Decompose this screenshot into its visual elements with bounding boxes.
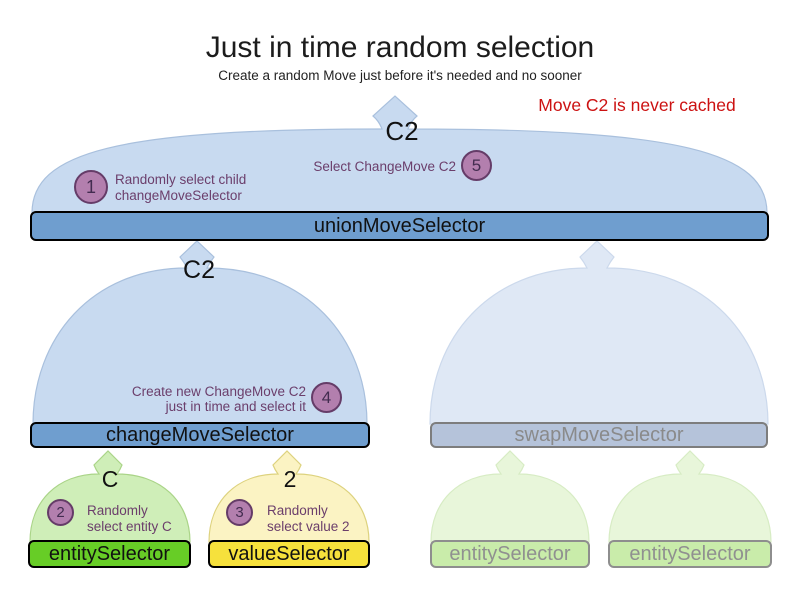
union-move-selector-bar: unionMoveSelector xyxy=(30,211,769,241)
step-3-annotation: Randomly select value 2 xyxy=(267,503,350,535)
page-title: Just in time random selection xyxy=(205,31,595,64)
step-4-annotation: Create new ChangeMove C2 just in time an… xyxy=(132,384,306,414)
step-4-badge: 4 xyxy=(311,382,342,413)
entity-selector-alt2-bar: entitySelector xyxy=(608,540,772,568)
value-selector-bar: valueSelector xyxy=(208,540,370,568)
step-4-annotation-line2: just in time and select it xyxy=(165,399,306,414)
page-subtitle: Create a random Move just before it's ne… xyxy=(218,68,582,83)
change-move-result-label: C2 xyxy=(183,256,215,284)
step-5-annotation-line1: Select ChangeMove C2 xyxy=(313,159,456,174)
entity-alt2-funnel-shape xyxy=(608,450,772,543)
entity-selector-label: entitySelector xyxy=(48,542,171,565)
entity-selector-alt1-label: entitySelector xyxy=(449,542,571,565)
note-move-never-cached: Move C2 is never cached xyxy=(538,95,736,115)
change-move-selector-label: changeMoveSelector xyxy=(106,423,294,446)
step-1-annotation-line2: changeMoveSelector xyxy=(115,188,242,203)
step-1-annotation-line1: Randomly select child xyxy=(115,172,247,187)
step-2-annotation-line2: select entity C xyxy=(87,519,172,534)
step-1-badge: 1 xyxy=(74,170,108,204)
change-funnel-shape xyxy=(32,240,368,425)
union-move-result-label: C2 xyxy=(385,116,419,146)
step-2-annotation: Randomly select entity C xyxy=(87,503,172,535)
swap-move-selector-bar: swapMoveSelector xyxy=(430,422,768,448)
value-selector-label: valueSelector xyxy=(228,542,350,565)
change-move-selector-bar: changeMoveSelector xyxy=(30,422,370,448)
step-3-annotation-line2: select value 2 xyxy=(267,519,350,534)
step-2-annotation-line1: Randomly xyxy=(87,503,148,518)
step-3-badge: 3 xyxy=(226,499,253,526)
swap-funnel-shape xyxy=(429,240,769,425)
step-1-annotation: Randomly select child changeMoveSelector xyxy=(115,172,246,204)
entity-alt1-funnel-shape xyxy=(430,450,590,543)
step-3-annotation-line1: Randomly xyxy=(267,503,328,518)
step-2-badge: 2 xyxy=(47,499,74,526)
union-move-selector-label: unionMoveSelector xyxy=(313,214,486,237)
swap-move-selector-label: swapMoveSelector xyxy=(514,423,684,446)
step-5-badge: 5 xyxy=(461,150,492,181)
step-4-annotation-line1: Create new ChangeMove C2 xyxy=(131,384,306,399)
step-5-annotation: Select ChangeMove C2 xyxy=(313,159,456,175)
entity-selector-alt2-label: entitySelector xyxy=(629,542,751,565)
entity-selector-alt1-bar: entitySelector xyxy=(430,540,590,568)
entity-selector-bar: entitySelector xyxy=(28,540,191,568)
entity-result-label: C xyxy=(101,466,119,492)
value-result-label: 2 xyxy=(283,466,297,492)
union-funnel-shape xyxy=(31,95,768,214)
